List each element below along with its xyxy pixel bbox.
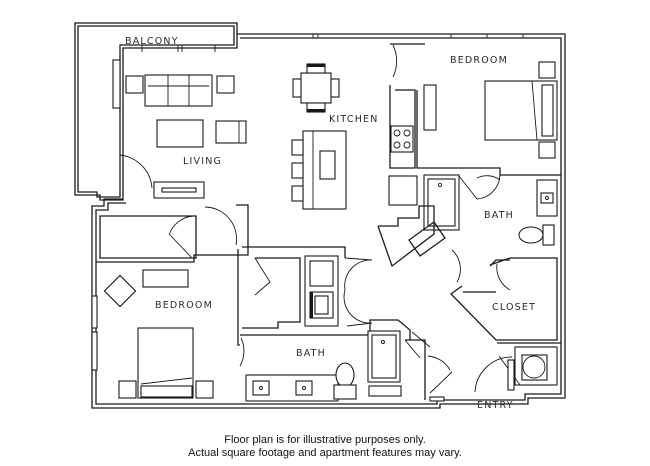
room-label-entry: ENTRY — [477, 400, 514, 411]
disclaimer-line-2: Actual square footage and apartment feat… — [188, 447, 462, 459]
kitchen-fixtures — [291, 43, 425, 210]
room-label-secondary-bath: BATH — [296, 348, 327, 359]
exterior-walls — [91, 33, 566, 409]
room-label-living: LIVING — [183, 156, 223, 167]
primary-bath-fixtures — [377, 174, 558, 283]
balcony-outline — [74, 22, 238, 201]
living-furniture — [119, 74, 247, 199]
room-label-closet: CLOSET — [492, 302, 537, 313]
room-label-kitchen: KITCHEN — [329, 114, 379, 125]
disclaimer-line-1: Floor plan is for illustrative purposes … — [224, 434, 426, 446]
room-label-primary-bedroom: BEDROOM — [450, 55, 508, 66]
entry-fixtures — [474, 346, 558, 393]
secondary-bedroom-fixtures — [96, 204, 249, 399]
room-label-secondary-bedroom: BEDROOM — [155, 300, 213, 311]
secondary-bath-fixtures — [239, 319, 453, 402]
closet-fixtures — [450, 257, 561, 344]
primary-bedroom-fixtures — [416, 61, 561, 176]
center-closets — [242, 246, 373, 329]
room-label-primary-bath: BATH — [484, 210, 515, 221]
room-label-balcony: BALCONY — [125, 36, 179, 47]
